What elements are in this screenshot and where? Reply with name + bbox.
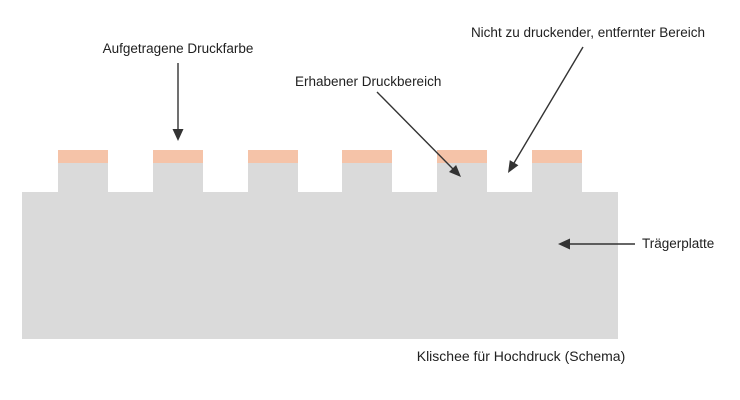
raised-blocks — [58, 163, 582, 193]
arrow-line — [376, 91, 454, 170]
raised-area-arrow-icon — [376, 91, 461, 177]
arrow-line — [513, 46, 584, 164]
removed-area-arrow-icon — [508, 46, 584, 173]
diagram-caption: Klischee für Hochdruck (Schema) — [417, 348, 626, 364]
ink-layer — [58, 150, 108, 163]
raised-block — [153, 163, 203, 193]
ink-layer — [532, 150, 582, 163]
ink-layer — [248, 150, 298, 163]
ink-layer — [153, 150, 203, 163]
raised-block — [58, 163, 108, 193]
raised-block — [342, 163, 392, 193]
carrier-plate-label: Trägerplatte — [642, 236, 714, 251]
arrow-head — [172, 129, 184, 141]
arrow-head — [508, 160, 519, 173]
ink-layer — [437, 150, 487, 163]
arrow-head — [558, 238, 570, 250]
ink-arrow-icon — [172, 63, 184, 141]
removed-area-label: Nicht zu druckender, entfernter Bereich — [471, 25, 705, 40]
carrier-plate-arrow-icon — [558, 238, 635, 250]
ink-label: Aufgetragene Druckfarbe — [103, 41, 254, 56]
carrier-plate-body — [22, 192, 618, 339]
arrow-head — [449, 165, 461, 177]
raised-area-label: Erhabener Druckbereich — [295, 74, 441, 89]
raised-block — [437, 163, 487, 193]
raised-block — [532, 163, 582, 193]
ink-layer — [342, 150, 392, 163]
raised-block — [248, 163, 298, 193]
ink-layers — [58, 150, 582, 163]
